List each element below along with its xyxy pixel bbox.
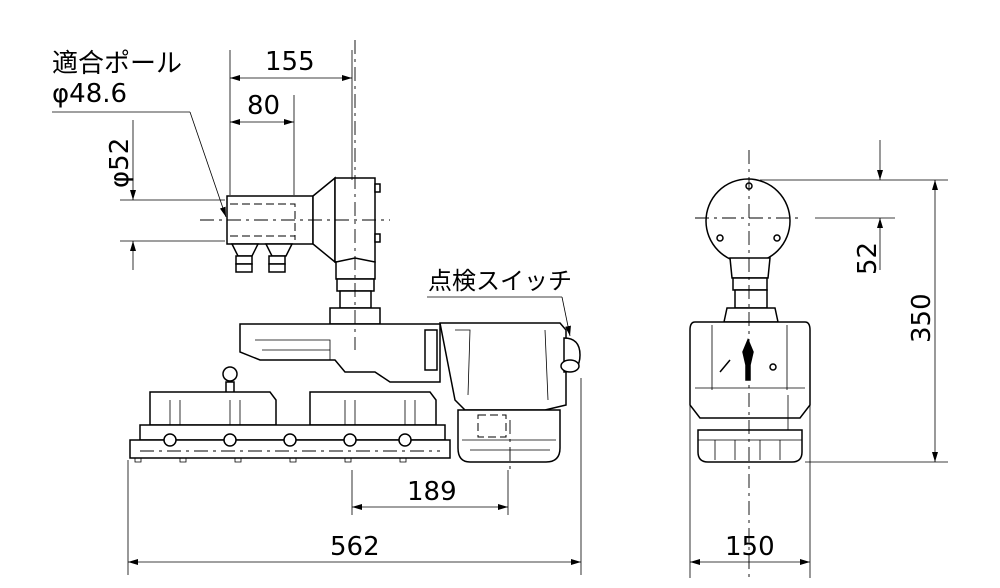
dim-phi52: φ52	[105, 138, 135, 188]
dim-562: 562	[330, 532, 380, 562]
upper-housing	[239, 323, 441, 383]
dim-350: 350	[907, 293, 937, 343]
clamp-bolts	[230, 243, 294, 273]
front-base	[697, 429, 803, 463]
dim-80: 80	[247, 91, 280, 121]
switch-lever	[742, 338, 754, 381]
dim-189: 189	[407, 477, 457, 507]
pole-diameter-label: φ48.6	[52, 79, 127, 109]
switch-unit	[457, 409, 561, 463]
side-view	[129, 40, 581, 470]
lamp-unit	[439, 322, 567, 411]
dim-155: 155	[265, 47, 315, 77]
dim-52: 52	[853, 242, 883, 275]
pole-flange	[705, 178, 791, 264]
eye-bolt	[222, 366, 238, 382]
side-dimensions: 155 80 φ52 適合ポール φ48.6 点検スイッチ 189 562	[52, 47, 582, 575]
front-dimensions: 52 350 150	[689, 140, 948, 578]
pole-label: 適合ポール	[52, 49, 182, 79]
dim-150: 150	[725, 532, 775, 562]
inspection-switch-label: 点検スイッチ	[428, 267, 572, 295]
front-view	[689, 150, 811, 580]
